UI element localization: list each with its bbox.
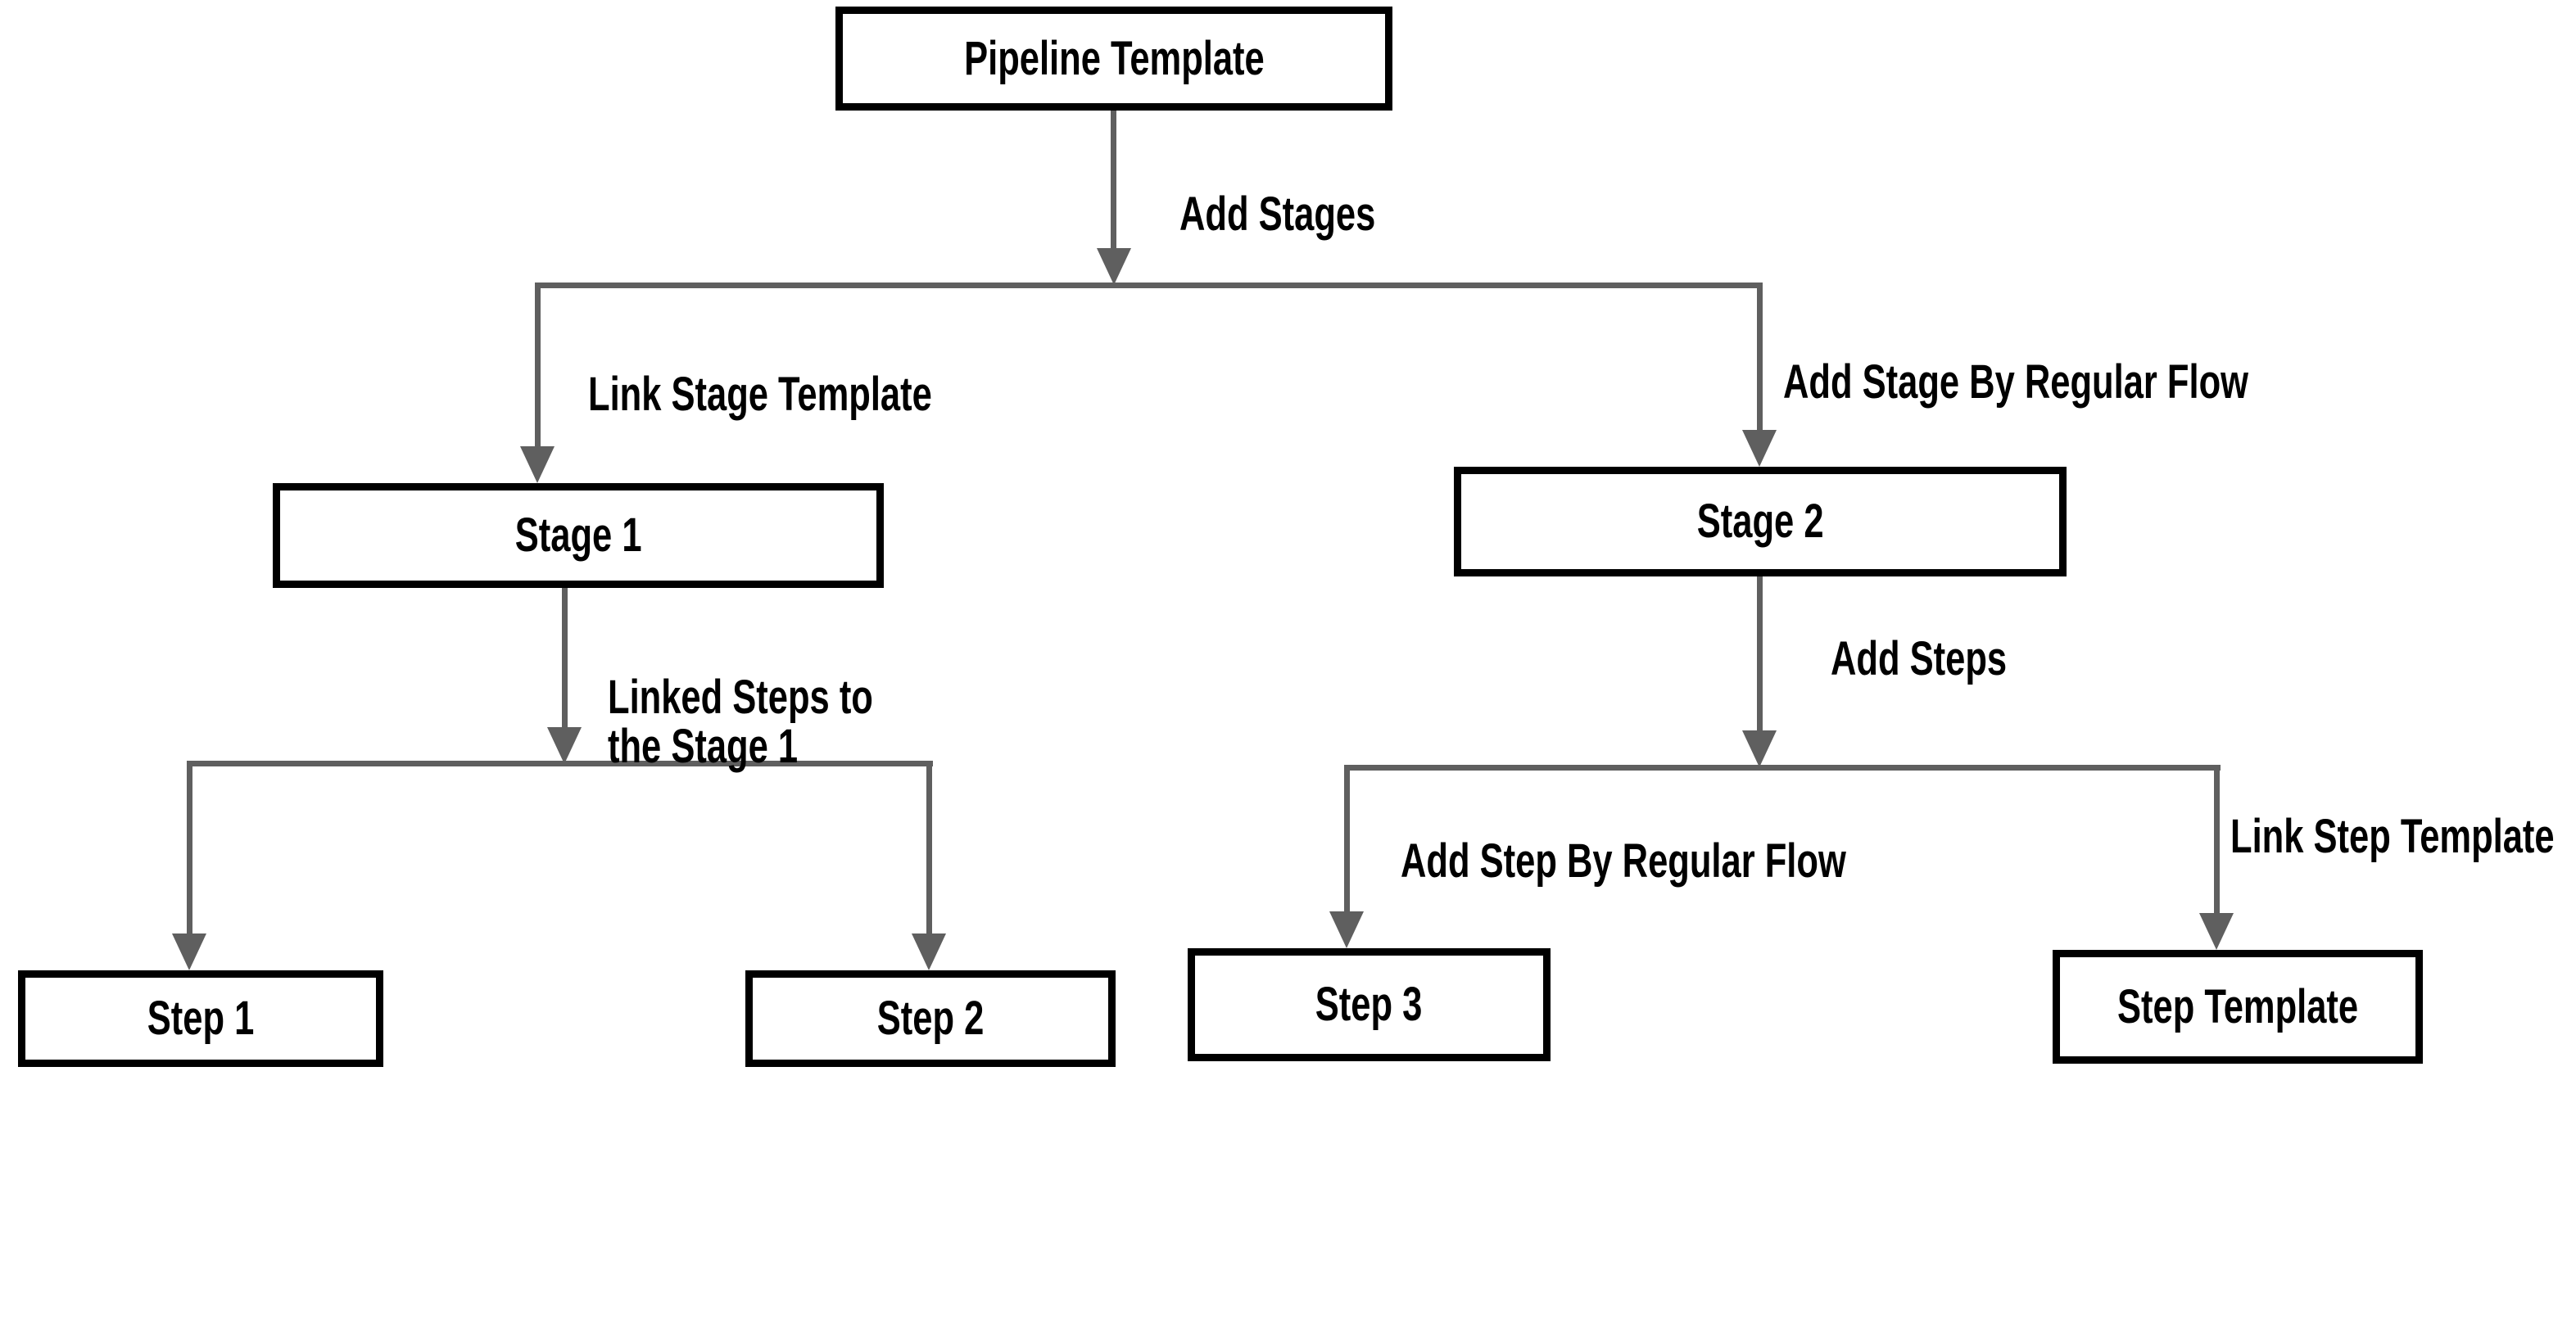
- node-step-template: Step Template: [2053, 950, 2423, 1064]
- edge-add-steps-line: [1757, 576, 1763, 733]
- edge-label-link-stage-template: Link Stage Template: [588, 368, 932, 421]
- edge-to-step3-line: [1344, 765, 1350, 914]
- edge-add-stages-line: [1111, 110, 1116, 254]
- edge-stage1-steps-branch-line: [187, 761, 933, 766]
- edge-linked-steps-arrowhead-down-icon: [547, 727, 582, 764]
- node-stage-2: Stage 2: [1454, 467, 2067, 576]
- edge-label-add-steps: Add Steps: [1831, 632, 2008, 685]
- edge-linked-steps-line: [562, 587, 568, 731]
- node-step-template-label: Step Template: [2116, 979, 2359, 1033]
- node-step-1-label: Step 1: [147, 992, 255, 1045]
- node-stage-1-label: Stage 1: [514, 509, 642, 562]
- edge-to-step3-arrowhead-down-icon: [1329, 911, 1364, 948]
- node-step-3: Step 3: [1188, 948, 1551, 1061]
- edge-label-add-stage-by-regular-flow: Add Stage By Regular Flow: [1783, 355, 2248, 409]
- edge-add-stages-arrowhead-down-icon: [1097, 248, 1131, 285]
- edge-to-step-template-line: [2214, 765, 2220, 915]
- edge-link-stage-template-line: [535, 283, 541, 448]
- edge-to-step2-arrowhead-down-icon: [912, 933, 946, 970]
- edge-add-steps-arrowhead-down-icon: [1742, 730, 1777, 767]
- node-step-2-label: Step 2: [876, 992, 985, 1045]
- edge-label-add-stages: Add Stages: [1179, 188, 1376, 241]
- edge-label-linked-steps-line2: the Stage 1: [608, 720, 799, 773]
- edge-label-link-step-template: Link Step Template: [2230, 810, 2555, 863]
- edge-label-linked-steps: Linked Steps to the Stage 1: [608, 673, 873, 771]
- edge-to-step1-line: [187, 761, 192, 934]
- node-stage-2-label: Stage 2: [1696, 495, 1824, 548]
- node-step-1: Step 1: [18, 970, 383, 1067]
- node-step-2: Step 2: [745, 970, 1116, 1067]
- edge-label-linked-steps-line1: Linked Steps to: [608, 671, 873, 724]
- node-step-3-label: Step 3: [1315, 978, 1423, 1031]
- edge-label-add-step-by-regular-flow: Add Step By Regular Flow: [1401, 834, 1846, 888]
- edge-stages-branch-line: [535, 283, 1763, 288]
- node-pipeline-template-label: Pipeline Template: [963, 31, 1265, 85]
- edge-to-step2-line: [926, 761, 932, 935]
- node-pipeline-template: Pipeline Template: [835, 7, 1392, 111]
- edge-add-stage-by-regular-flow-arrowhead-down-icon: [1742, 430, 1777, 467]
- edge-add-stage-by-regular-flow-line: [1757, 283, 1763, 432]
- edge-to-step-template-arrowhead-down-icon: [2199, 913, 2234, 950]
- edge-to-step1-arrowhead-down-icon: [172, 933, 206, 970]
- node-stage-1: Stage 1: [273, 483, 884, 588]
- edge-link-stage-template-arrowhead-down-icon: [520, 446, 555, 483]
- edge-stage2-steps-branch-line: [1344, 765, 2221, 771]
